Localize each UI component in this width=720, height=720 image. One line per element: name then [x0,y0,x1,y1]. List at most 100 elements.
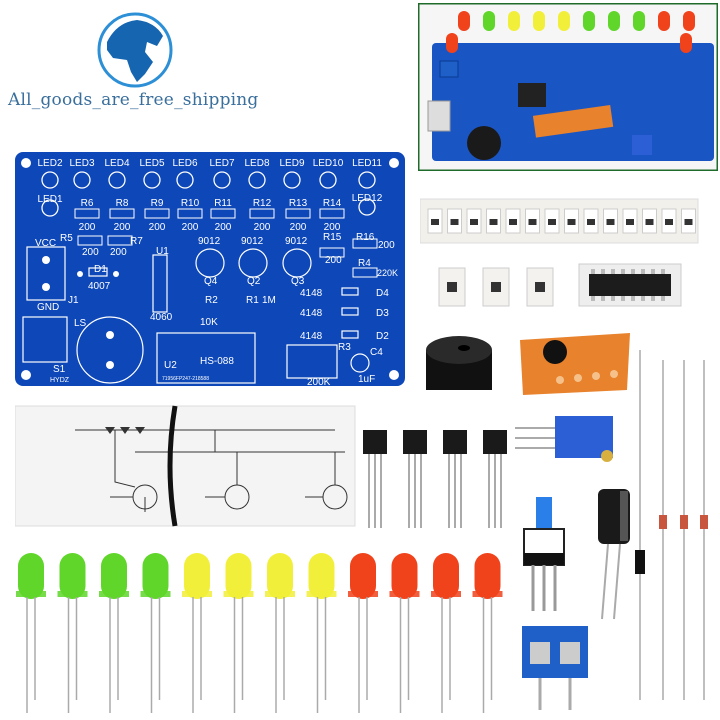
led-label: LED6 [172,158,197,169]
led-footprint [143,171,161,189]
buzzer [426,336,492,390]
smd-resistor-body [684,219,693,225]
r15-label: R15 [323,232,342,243]
resistor-footprint [77,235,103,246]
resistor-footprint [109,208,135,219]
resistor-value: 200 [324,222,341,233]
smd-resistors-loose [438,267,554,307]
resistor-value: 200 [79,222,96,233]
ic-pin [621,269,625,274]
d3-value: 4148 [300,308,323,319]
resistor-label: R14 [323,198,342,209]
resistor-label: R13 [289,198,308,209]
c4-value: 1uF [358,374,375,385]
resistor-value: 200 [215,222,232,233]
led-label: LED11 [352,158,382,169]
ls-label: LS [74,318,87,329]
ic-pin [631,296,635,301]
led-rim [140,591,171,597]
ic-pin [591,269,595,274]
r5-value: 200 [82,247,99,258]
ic-pin [611,269,615,274]
led-red [433,553,459,599]
smd-resistor-body [606,219,615,225]
ic-pin [631,269,635,274]
u2-label: U2 [164,360,177,371]
led-rim [306,591,337,597]
resistor-footprint [285,208,311,219]
led-yellow [267,553,293,599]
u2-code: 71956FP247-218588 [162,376,209,382]
smd-resistor-body [587,219,595,225]
assembled-led [558,11,570,31]
led-rim [431,591,461,597]
led-footprint [248,171,266,189]
led-red [350,553,376,599]
resistor-footprint [144,208,170,219]
resistor-footprint [352,267,378,278]
r4-label: R4 [358,258,371,269]
led-green [59,553,86,599]
led-footprint [108,171,126,189]
smd-resistor-body [450,219,459,225]
d4-value: 4148 [300,288,323,299]
led-footprint [176,171,194,189]
led-yellow [225,553,252,599]
resistor-label: R10 [181,198,200,209]
led-footprint [73,171,91,189]
led-label: LED4 [104,158,129,169]
q4-value: 9012 [198,236,221,247]
pcb-board [15,152,405,386]
resistor-label: R6 [81,198,94,209]
assembled-led [483,11,495,31]
resistor-label: R12 [253,198,272,209]
led-rim [265,591,295,597]
u1-label: U1 [156,246,169,257]
led-red [474,553,501,599]
resistor-footprint [352,238,378,249]
hydz-label: HYDZ [50,377,70,384]
led-rim [57,591,88,597]
assembled-led [583,11,595,31]
sound-sensor-module [520,333,630,395]
assembled-led [508,11,520,31]
u2-value: HS-088 [200,356,234,367]
u1-value: 4060 [150,312,173,323]
ic-pin [661,269,665,274]
loose-leds [16,553,503,713]
led-rim [182,591,212,597]
led-label: LED8 [244,158,269,169]
q2-value: 9012 [241,236,264,247]
led-rim [389,591,420,597]
q3-label: Q3 [291,276,305,287]
d1-value: 4007 [88,281,111,292]
diodes [635,350,708,700]
transistor-9012 [363,430,387,454]
assembled-led [608,11,620,31]
led-label: LED10 [313,158,344,169]
smd-resistor-body [509,219,517,225]
smd-resistor-body [431,219,439,225]
led-label: LED3 [69,158,94,169]
transistor-9012 [443,430,467,454]
led-rim [472,591,503,597]
smd-resistor-body [626,219,634,225]
led-footprint [358,198,376,216]
ic-pin [641,296,645,301]
terminal-block [522,626,588,710]
led-footprint [358,171,376,189]
d2-value: 4148 [300,331,323,342]
ic-chip [578,263,682,307]
led12-label: LED12 [352,193,383,204]
transistor-9012 [403,430,427,454]
led-red [391,553,418,599]
resistor-footprint [319,247,345,258]
ic-pin [641,269,645,274]
r16-value: 200 [378,240,395,251]
r2-value: 10K [200,317,218,328]
j1-label: J1 [68,295,79,306]
ic-pin [661,296,665,301]
resistor-footprint [177,208,203,219]
